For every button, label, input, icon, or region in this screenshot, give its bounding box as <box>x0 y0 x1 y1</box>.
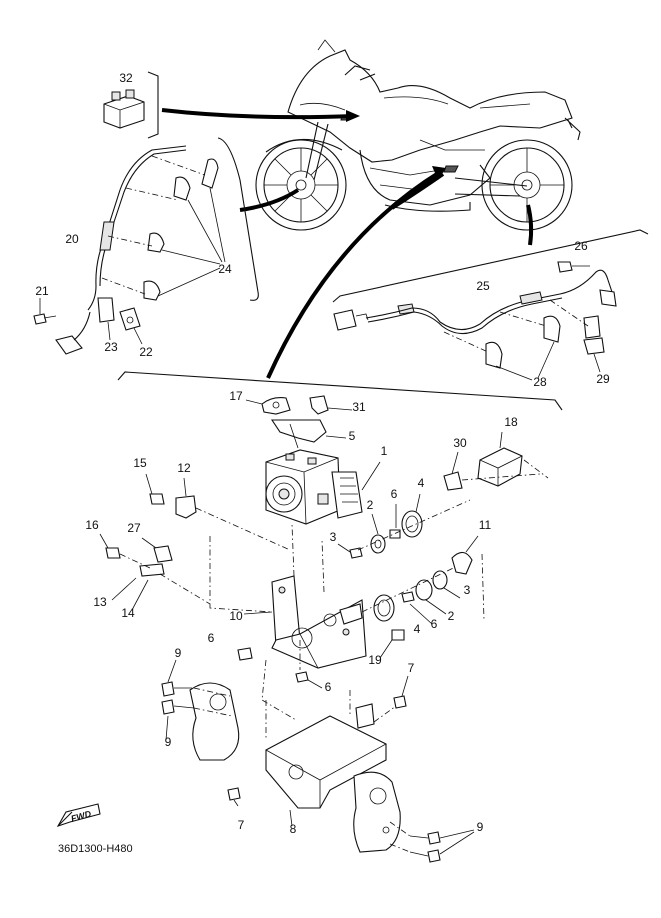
callout-c23: 23 <box>104 340 118 354</box>
callout-c28: 28 <box>533 375 547 389</box>
callout-c15: 15 <box>133 456 147 470</box>
callout-c7b: 7 <box>238 818 245 832</box>
callout-c6a: 6 <box>391 487 398 501</box>
callout-c3b: 3 <box>464 583 471 597</box>
callout-c8: 8 <box>290 822 297 836</box>
callout-c4b: 4 <box>414 622 421 636</box>
callout-c4a: 4 <box>418 476 425 490</box>
part-10-mounting-bracket <box>243 523 367 670</box>
top-fasteners <box>245 395 353 449</box>
callout-c20: 20 <box>65 232 79 246</box>
callout-c31: 31 <box>352 400 366 414</box>
part-1-abs-hydraulic-unit <box>265 449 381 525</box>
fwd-arrow-icon <box>56 803 101 827</box>
callout-c6b: 6 <box>431 617 438 631</box>
callout-c24: 24 <box>218 262 232 276</box>
group-brackets <box>117 71 649 411</box>
callout-c32: 32 <box>119 71 133 85</box>
part-8-lower-bracket <box>227 659 387 827</box>
callout-c17: 17 <box>229 389 243 403</box>
callout-c2a: 2 <box>367 498 374 512</box>
leader-lines <box>161 108 534 379</box>
callout-c16: 16 <box>85 518 99 532</box>
callout-c9c: 9 <box>477 820 484 834</box>
callout-c26: 26 <box>574 239 588 253</box>
callout-c6d: 6 <box>325 680 332 694</box>
callout-c30: 30 <box>453 436 467 450</box>
left-bracket-parts <box>99 473 291 611</box>
callout-c11: 11 <box>479 518 492 532</box>
damper-parts <box>209 493 485 689</box>
callout-c6c: 6 <box>208 631 215 645</box>
motorcycle-illustration <box>255 39 581 231</box>
callout-c3a: 3 <box>330 530 337 544</box>
callout-c14: 14 <box>121 606 135 620</box>
callout-c19: 19 <box>368 653 382 667</box>
callout-c21: 21 <box>35 284 49 298</box>
callout-c10: 10 <box>229 609 243 623</box>
part-32-connector <box>103 89 145 129</box>
callout-c22: 22 <box>139 345 153 359</box>
front-wheel-sensor-assembly <box>33 145 226 355</box>
callout-c5: 5 <box>349 429 356 443</box>
callout-c25: 25 <box>476 279 490 293</box>
callout-c13: 13 <box>93 595 107 609</box>
callout-c9a: 9 <box>175 646 182 660</box>
rear-wheel-sensor-assembly <box>333 261 617 381</box>
callout-c12: 12 <box>177 461 191 475</box>
callout-c9b: 9 <box>165 735 172 749</box>
callout-c27: 27 <box>127 521 141 535</box>
callout-c29: 29 <box>596 372 610 386</box>
callout-c7a: 7 <box>408 661 415 675</box>
frame-plates <box>161 659 475 863</box>
callout-c18: 18 <box>504 415 518 429</box>
callout-c2b: 2 <box>448 609 455 623</box>
fwd-label: FWD <box>70 809 93 824</box>
upper-right-bracket <box>443 431 549 491</box>
callout-c1: 1 <box>381 444 388 458</box>
drawing-code: 36D1300-H480 <box>58 843 133 855</box>
